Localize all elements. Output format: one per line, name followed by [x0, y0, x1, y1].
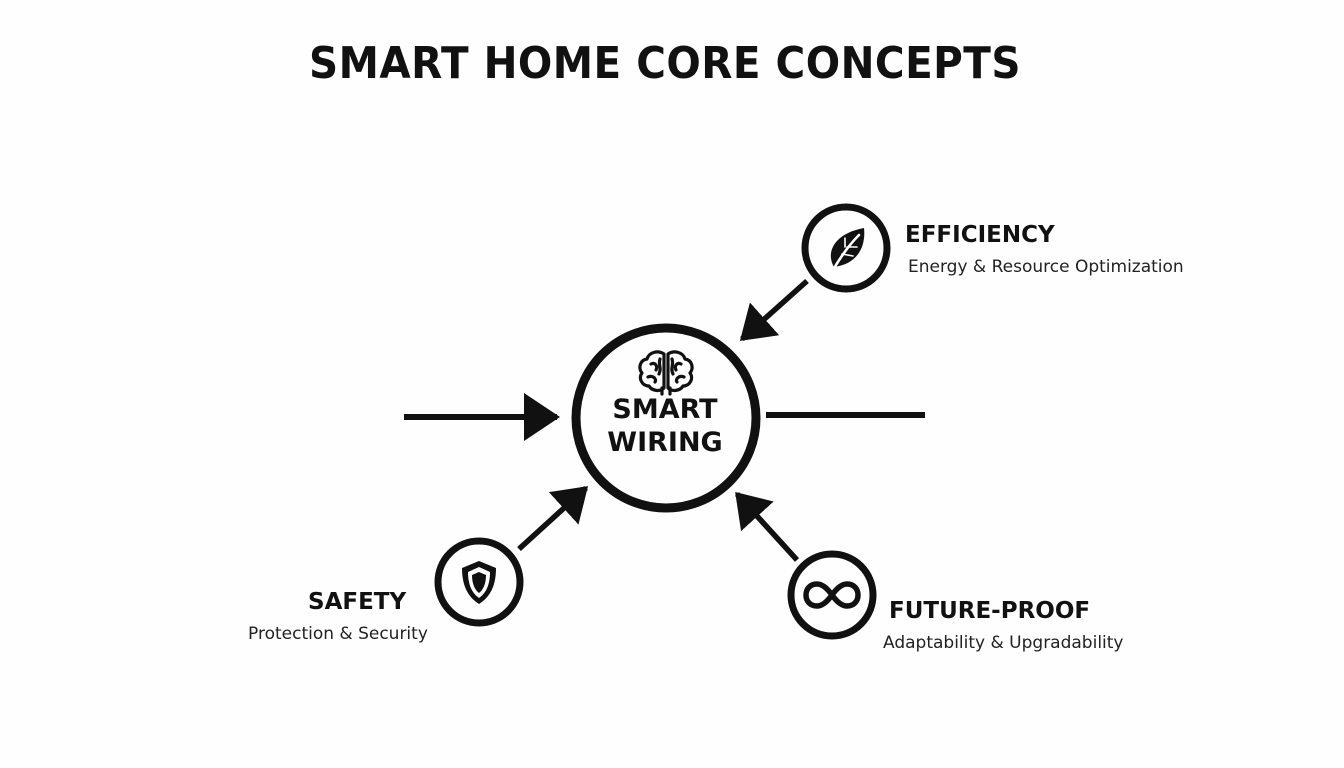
safety-subtitle: Protection & Security — [248, 624, 428, 644]
efficiency-arrow — [739, 278, 809, 342]
center-hub-label: SMART WIRING — [585, 393, 745, 459]
future-proof-subtitle: Adaptability & Upgradability — [883, 633, 1124, 653]
page-title: SMART HOME CORE CONCEPTS — [308, 38, 1021, 89]
center-label-line2: WIRING — [607, 427, 723, 458]
efficiency-subtitle: Energy & Resource Optimization — [908, 257, 1184, 277]
future-proof-arrow — [734, 491, 800, 562]
infinity-icon — [803, 581, 861, 609]
future-proof-title: FUTURE-PROOF — [889, 598, 1091, 624]
efficiency-title: EFFICIENCY — [905, 222, 1055, 248]
safety-arrow — [517, 485, 589, 552]
center-label-line1: SMART — [612, 394, 718, 425]
efficiency-node-circle — [801, 203, 891, 293]
center-hub-circle — [571, 323, 761, 513]
safety-node-circle — [434, 537, 524, 627]
leaf-icon — [830, 228, 865, 272]
brain-icon — [638, 350, 694, 396]
shield-icon — [462, 561, 496, 604]
future-proof-node-circle — [787, 550, 877, 640]
safety-title: SAFETY — [308, 589, 407, 615]
